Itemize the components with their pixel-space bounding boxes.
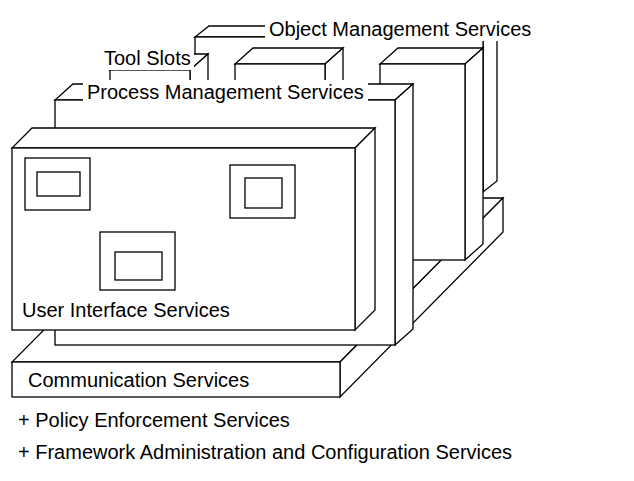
ui-box-top [12,128,375,148]
window-pane [37,172,80,196]
object-box-side [483,26,497,192]
ui-box-side [355,128,375,330]
window-frame [230,165,295,218]
note-text: + Policy Enforcement Services [18,408,290,432]
window-frame [100,232,175,290]
object-management-box: Object Management Services [195,37,483,192]
service-label: Communication Services [28,368,249,392]
window-frame [25,158,90,210]
process-band-side [395,84,413,345]
group-label: Tool Slots [101,46,194,70]
window-pane [245,178,282,208]
note-text: + Framework Administration and Configura… [18,440,512,464]
service-label: Process Management Services [83,80,368,104]
tool-slot-side [465,48,483,260]
service-label: User Interface Services [22,298,230,322]
communication-platform: Communication Services [12,362,340,397]
window-pane [115,252,162,280]
service-label: Object Management Services [265,17,535,41]
ui-box-front [12,148,355,330]
user-interface-box: User Interface Services [12,148,355,330]
platform-front [12,362,340,397]
